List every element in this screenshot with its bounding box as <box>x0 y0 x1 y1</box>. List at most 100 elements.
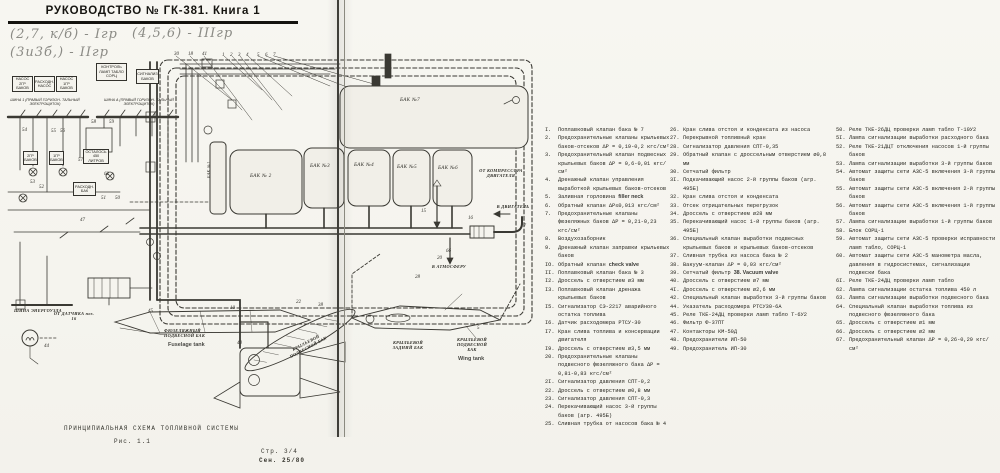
callout-number: 51 <box>101 196 106 201</box>
callout-number: 7 <box>273 53 276 58</box>
placard-450-left: ОСТАЛОСЬ 450 литров <box>83 149 109 164</box>
legend-item: 60. Автомат защиты сети АЗС-5 манометра … <box>836 253 983 276</box>
legend-item: 37. Сливная трубка из насоса бака № 2 <box>670 253 788 260</box>
legend-item: 30. Сетчатый фильтр <box>670 169 731 176</box>
figure-caption: ПРИНЦИПИАЛЬНАЯ СХЕМА ТОПЛИВНОЙ СИСТЕМЫ <box>64 425 239 432</box>
callout-number: 50 <box>115 196 120 201</box>
legend-item: I3. Поплавковый клапан дренажа крыльевых… <box>545 286 641 302</box>
callout-number: 57 <box>78 158 83 163</box>
legend-item: 27. Перекрывной топливный кран <box>670 135 766 142</box>
tank-2-label: БАК № 2 <box>250 174 272 179</box>
callout-number: 40 <box>237 341 242 346</box>
callout-number: 10 <box>230 306 235 311</box>
fold-shadow <box>327 0 353 437</box>
legend-item: 59. Автомат защиты сети АЗС-5 проверки и… <box>836 236 996 251</box>
handwritten-note-3: (3и3б,) - IIгр <box>10 45 109 60</box>
callout-number: 28 <box>415 275 420 280</box>
callout-number: 44 <box>44 344 49 349</box>
legend-item: 67. Предохранительный клапан ΔР = 0,26-0… <box>836 337 989 352</box>
callout-number: 5 <box>477 326 480 331</box>
tank-4-label: БАК №4 <box>354 163 375 168</box>
callout-number: 55 <box>51 129 56 134</box>
legend-column-3: 50. Реле ТКЕ-26ДЦ проверки ламп табло Т-… <box>836 126 998 353</box>
callout-number: 20 <box>437 256 442 261</box>
legend-item: 36. Специальный клапан выработки подвесн… <box>670 236 814 251</box>
legend-item: 23. Сигнализатор давления СПТ-0,3 <box>545 396 651 402</box>
legend-item: I5. Сигнализатор СЭ-2217 аварийного оста… <box>545 303 657 318</box>
callout-number: 15 <box>421 209 426 214</box>
to-engine-label: В ДВИГАТЕЛЬ <box>496 204 530 209</box>
placard-group1-tanks: 1гр БАКОВ <box>49 151 64 165</box>
wing-tank-label-en: Wing tank <box>458 356 485 362</box>
fuselage-tank-label-ru: ФЮЗЕЛЯЖНЫЙ ПОДВЕСНОЙ БАК <box>164 328 206 338</box>
tank-5-label: БАК №5 <box>397 165 418 170</box>
legend-item: 5I. Лампа сигнализации выработки расходн… <box>836 135 989 142</box>
callout-number: 4 <box>246 53 249 58</box>
legend-item: 26. Кран слива отстоя и конденсата из на… <box>670 127 811 133</box>
callout-number: 16 <box>468 216 473 221</box>
date-stamp: Сен. 25/80 <box>259 457 306 464</box>
legend-item: I9. Дроссель с отверстием ø3,5 мм <box>545 345 651 352</box>
legend-item: 49. Предохранитель ИП-30 <box>670 345 747 352</box>
callout-number: 59 <box>109 120 114 125</box>
legend-item: I7. Кран слива топлива и консервации дви… <box>545 328 660 344</box>
legend-item: II. Поплавковый клапан бака № 3 <box>545 269 644 276</box>
callout-number: 62 <box>104 172 109 177</box>
placard-feed-tank: РАСХОДН. БАК <box>73 182 96 196</box>
from-compressor-label: ОТ КОМПРЕССОРА ДВИГАТЕЛЯ <box>479 168 523 178</box>
legend-item: 54. Автомат защиты сети АЗС-5 включения … <box>836 169 996 184</box>
placard-pump-group2: НАСОС 2гр БАКОВ <box>12 76 33 92</box>
fuselage-tank-label-en: Fuselage tank <box>168 342 205 348</box>
callout-number: 17 <box>521 224 526 229</box>
legend-item: 20. Предохранительные клапаны подвесного… <box>545 353 660 377</box>
legend-item: 2. Предохранительные клапаны крыльевых б… <box>545 135 670 150</box>
legend-column-2: 26. Кран слива отстоя и конденсата из на… <box>670 126 833 353</box>
legend-item: 45. Реле ТКЕ-24ДЦ проверки ламп табло Т-… <box>670 311 807 318</box>
page-fold-line <box>337 0 339 437</box>
callout-number: 6 <box>265 53 268 58</box>
legend-item: 28. Сигнализатор давления СПТ-0,35 <box>670 143 779 150</box>
legend-item: 56. Автомат защиты сети АЗС-5 включения … <box>836 202 996 218</box>
placard-feed-pump: РАСХОДН. НАСОС <box>34 76 55 92</box>
legend-item: 46. Фильтр Ф-37ПТ <box>670 320 725 327</box>
callout-number: 47 <box>80 218 85 223</box>
callout-number: 18 <box>188 52 193 57</box>
legend-item: 29. Обратный клапан с дроссельным отверс… <box>670 152 827 167</box>
callout-number: 22 <box>296 300 301 305</box>
legend-item: 47. Контакторы КМ-50Д <box>670 328 738 335</box>
legend-item: 38. Вакуум-клапан ΔР = 0,03 кгс/см² <box>670 261 782 268</box>
placard-pump-group1: НАСОС 1гр БАКОВ <box>56 76 77 92</box>
bus1-label: ШИНА 1 (ПРАВЫЙ ГОРИЗОН- ТАЛЬНЫЙ ЭЛЕКТРОЩ… <box>10 98 80 107</box>
legend-item: 48. Предохранители ИП-50 <box>670 337 747 344</box>
legend-item: 53. Лампа сигнализации выработки 3-й гру… <box>836 160 993 167</box>
tank-3-label: БАК №3 <box>310 164 331 169</box>
legend-item: 64. Специальный клапан выработки топлива… <box>836 303 973 318</box>
callout-number: 5 <box>257 53 260 58</box>
page-number: Стр. 3/4 <box>261 448 298 455</box>
legend-item: 52. Реле ТКЕ-21ДЦТ отключения насосов 1-… <box>836 143 989 159</box>
callout-number: 58 <box>91 120 96 125</box>
page-title: РУКОВОДСТВО № ГК-381. Книга 1 <box>45 5 261 17</box>
placard-lamp-check: КОНТРОЛЬ ЛАМП ТАБЛО СОРЦ <box>96 63 127 81</box>
callout-number: 2 <box>230 53 233 58</box>
legend-item: 62. Лампа сигнализации остатка топлива 4… <box>836 286 977 293</box>
legend-item: 4. Дренажный клапан управления выработко… <box>545 177 667 192</box>
legend-item: 24. Перекачивающий насос 3-й группы бако… <box>545 404 657 419</box>
legend-item: 44. Указатель расходомера РТСУ30-6А <box>670 303 782 310</box>
legend-item: 40. Дроссель с отверстием ø7 мм <box>670 278 769 285</box>
energo-bus-label: ШИНА ЭНЕРГОУЗЛА <box>14 308 62 313</box>
callout-number: 53 <box>30 180 35 185</box>
callout-number: 1 <box>222 53 225 58</box>
title-underline <box>8 21 298 24</box>
legend-item: 9. Дренажный клапан заправки крыльевых б… <box>545 244 670 260</box>
callout-number: 54 <box>22 128 27 133</box>
busA-label: ШИНА А (ПРАВЫЙ ГОРИЗОН- ТАЛЬНЫЙ ЭЛЕКТРОЩ… <box>104 98 174 107</box>
from-sensor-label: ОТ ДАТЧИКА поз. 16 <box>53 311 95 321</box>
placard-tank-signal: СИГНАЛИЗ БАКОВ <box>136 69 159 84</box>
legend-item: 7. Предохранительные клапаны фюзеляжных … <box>545 211 657 234</box>
